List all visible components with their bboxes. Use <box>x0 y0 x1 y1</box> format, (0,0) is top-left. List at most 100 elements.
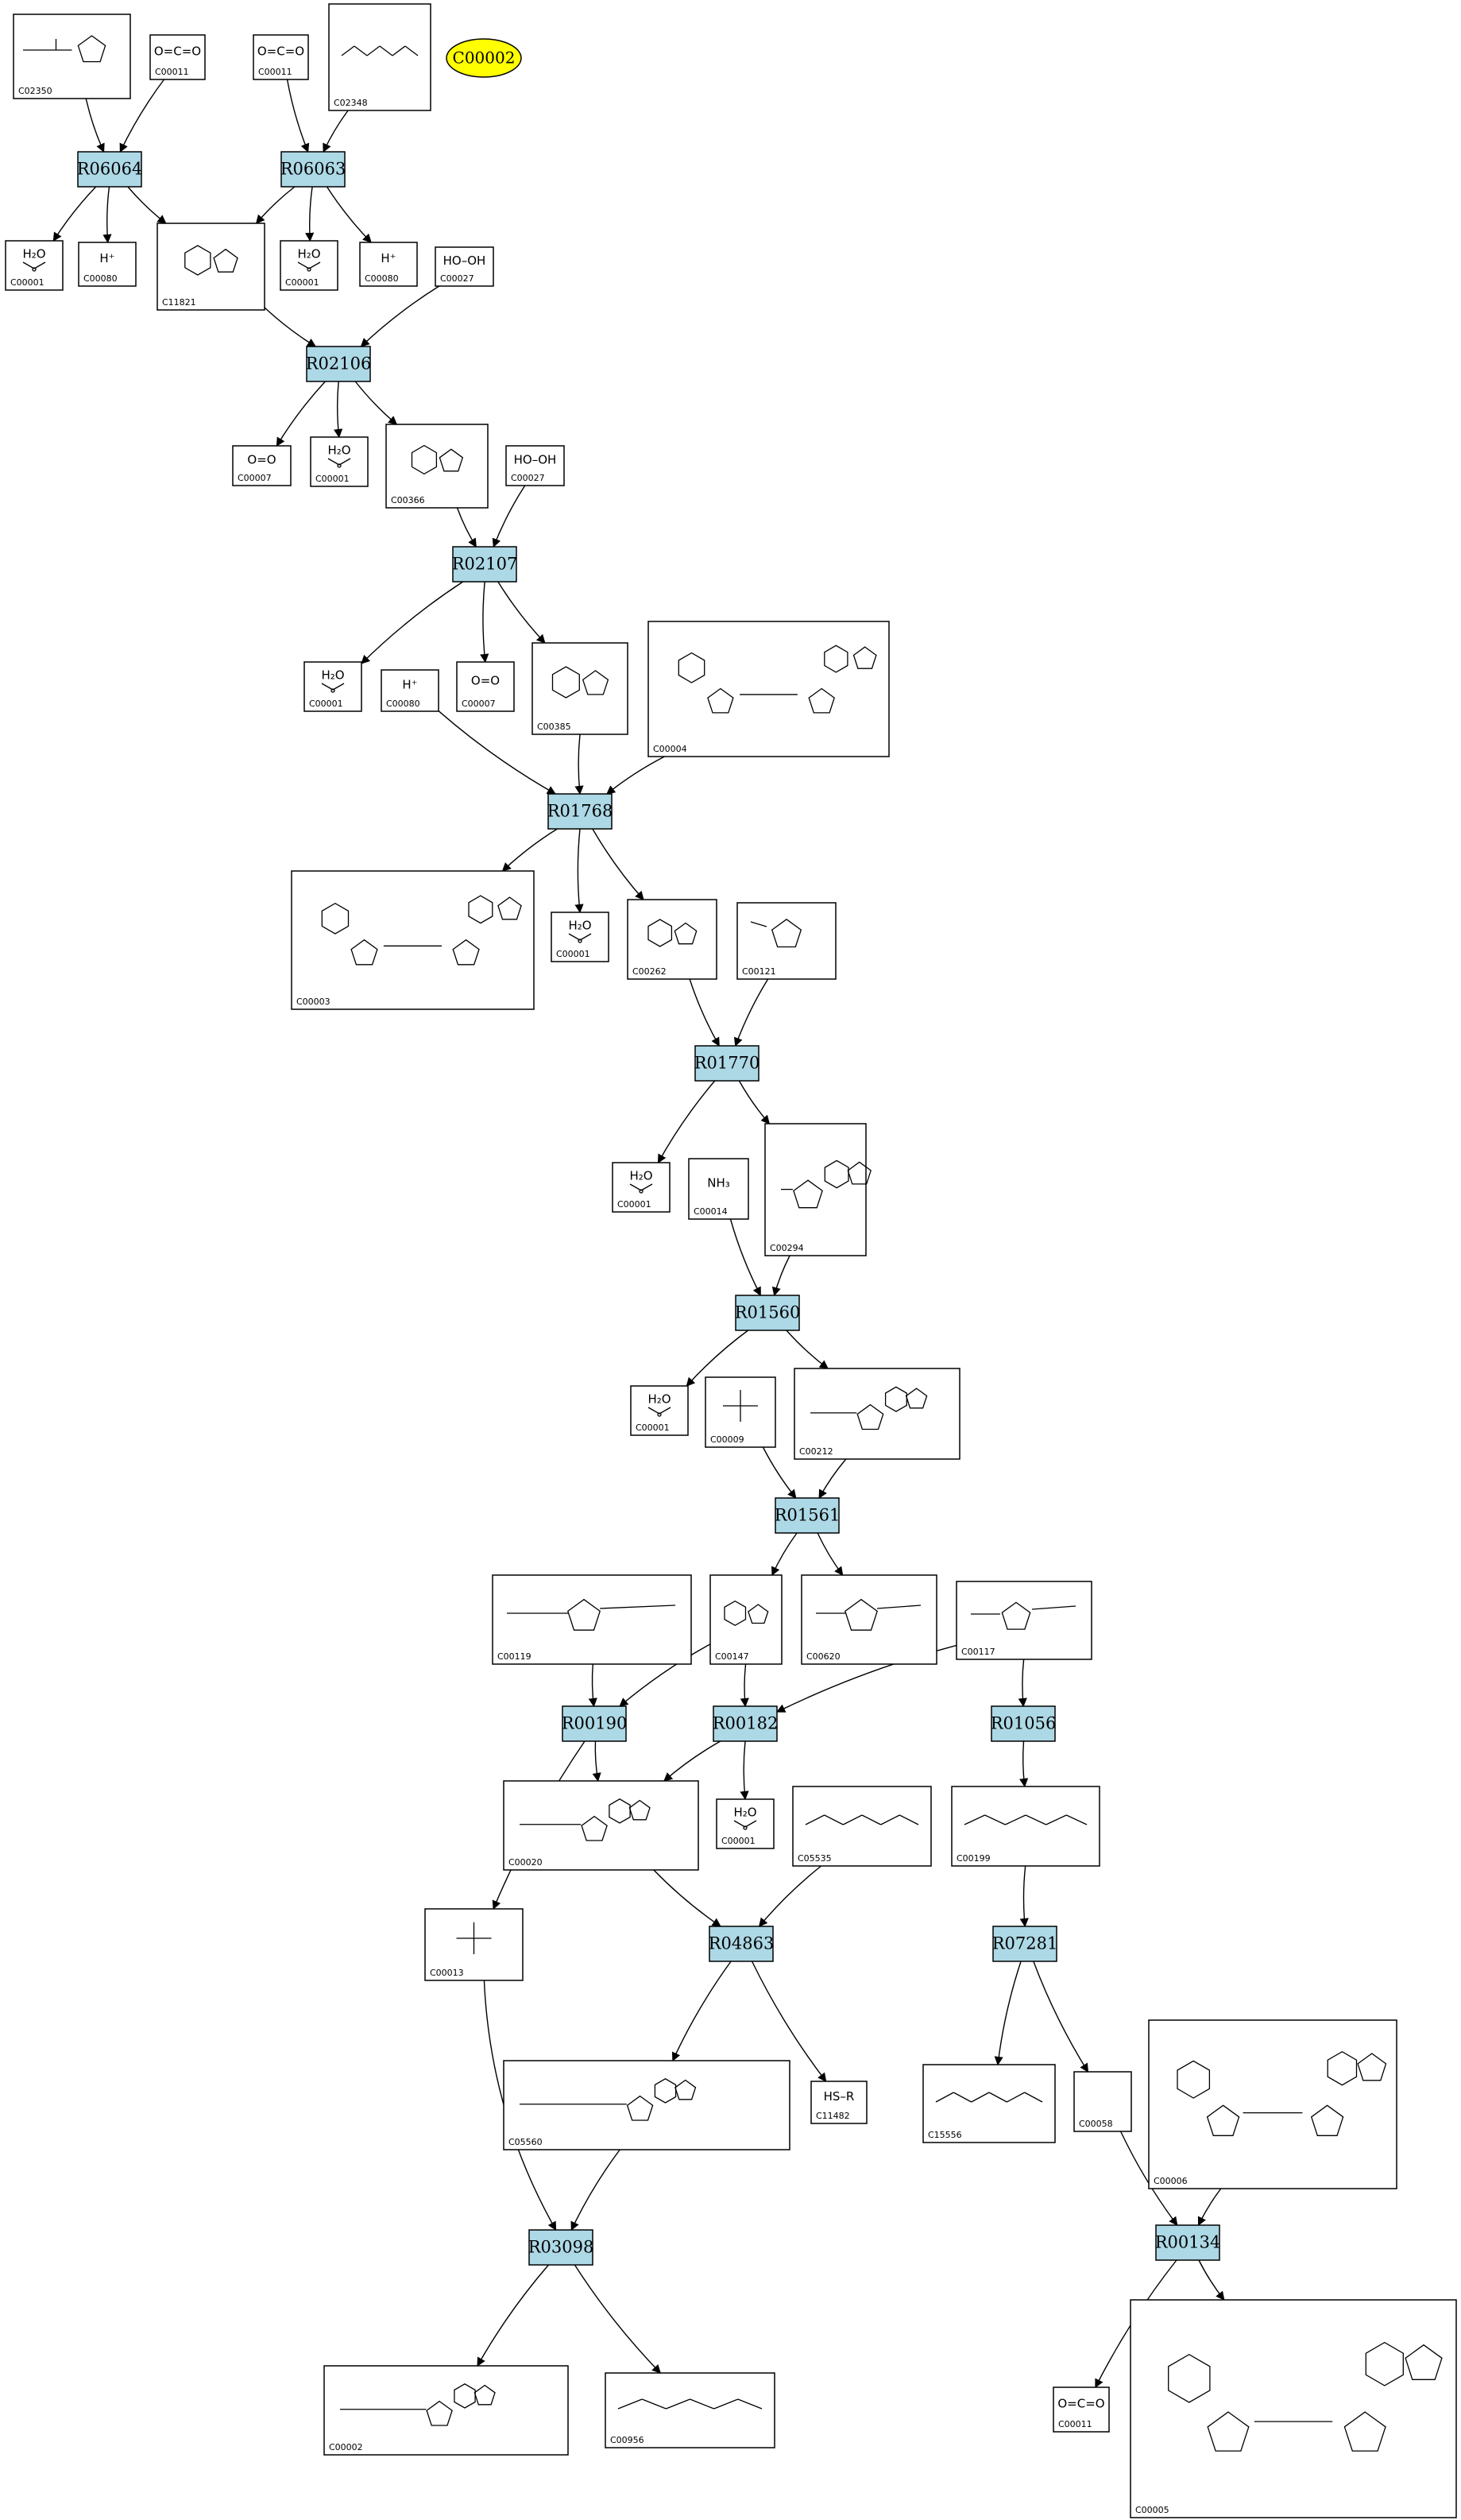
compound-box[interactable] <box>232 445 292 486</box>
compound-C00212[interactable]: C00212 <box>794 1368 960 1460</box>
compound-box[interactable] <box>310 436 369 487</box>
reaction-box[interactable] <box>452 546 517 583</box>
compound-box[interactable] <box>503 2060 790 2150</box>
compound-box[interactable] <box>801 1574 937 1665</box>
reaction-R07281[interactable]: R07281 <box>992 1926 1058 1962</box>
compound-C00005[interactable]: C00005 <box>1130 2299 1457 2518</box>
compound-C00620[interactable]: C00620 <box>801 1574 937 1665</box>
compound-box[interactable] <box>5 240 64 291</box>
reaction-box[interactable] <box>735 1295 800 1331</box>
compound-box[interactable] <box>456 661 515 712</box>
compound-box[interactable] <box>956 1581 1092 1660</box>
reaction-R02106[interactable]: R02106 <box>306 346 372 382</box>
reaction-R01560[interactable]: R01560 <box>735 1295 801 1331</box>
compound-box[interactable] <box>1073 2071 1132 2132</box>
compound-box[interactable] <box>291 870 535 1010</box>
compound-box[interactable] <box>1053 2386 1110 2433</box>
compound-C00058[interactable]: C00058 <box>1073 2071 1132 2132</box>
compound-box[interactable] <box>951 1786 1100 1867</box>
compound-C00385[interactable]: C00385 <box>531 642 628 735</box>
compound-box[interactable] <box>688 1158 749 1220</box>
compound-C00080c[interactable]: H⁺C00080 <box>381 669 439 712</box>
compound-C00117[interactable]: C00117 <box>956 1581 1092 1660</box>
compound-C00119[interactable]: C00119 <box>492 1574 692 1665</box>
reaction-box[interactable] <box>562 1705 627 1742</box>
compound-box[interactable] <box>531 642 628 735</box>
compound-box[interactable] <box>359 242 418 287</box>
compound-box[interactable] <box>1148 2019 1397 2189</box>
compound-box[interactable] <box>13 14 131 99</box>
reaction-R02107[interactable]: R02107 <box>452 546 518 583</box>
reaction-R01770[interactable]: R01770 <box>694 1045 760 1082</box>
compound-box[interactable] <box>736 902 837 980</box>
compound-C15556[interactable]: C15556 <box>922 2064 1056 2143</box>
compound-box[interactable] <box>78 242 137 287</box>
target-compound[interactable]: C00002 <box>446 38 522 78</box>
compound-box[interactable] <box>149 34 206 80</box>
compound-box[interactable] <box>253 34 309 80</box>
compound-box[interactable] <box>280 240 338 291</box>
compound-box[interactable] <box>792 1786 932 1867</box>
compound-C00080b[interactable]: H⁺C00080 <box>359 242 418 287</box>
reaction-R00182[interactable]: R00182 <box>713 1705 779 1742</box>
compound-C00080a[interactable]: H⁺C00080 <box>78 242 137 287</box>
compound-C02350[interactable]: C02350 <box>13 14 131 99</box>
reaction-R01056[interactable]: R01056 <box>991 1705 1057 1742</box>
compound-C00262[interactable]: C00262 <box>627 899 717 980</box>
compound-C11821[interactable]: C11821 <box>157 223 265 311</box>
compound-C00366[interactable]: C00366 <box>385 424 489 509</box>
compound-C00013[interactable]: C00013 <box>424 1908 524 1981</box>
reaction-R03098[interactable]: R03098 <box>528 2229 594 2266</box>
compound-box[interactable] <box>810 2081 868 2124</box>
compound-box[interactable] <box>381 669 439 712</box>
compound-box[interactable] <box>716 1798 775 1849</box>
reaction-R06064[interactable]: R06064 <box>77 151 143 188</box>
reaction-box[interactable] <box>547 793 613 830</box>
reaction-R00190[interactable]: R00190 <box>562 1705 628 1742</box>
reaction-box[interactable] <box>528 2229 593 2266</box>
reaction-box[interactable] <box>713 1705 778 1742</box>
reaction-box[interactable] <box>709 1926 774 1962</box>
compound-C02348[interactable]: C02348 <box>328 3 431 111</box>
reaction-R06063[interactable]: R06063 <box>280 151 346 188</box>
reaction-box[interactable] <box>306 346 371 382</box>
reaction-R01768[interactable]: R01768 <box>547 793 613 830</box>
compound-C00006[interactable]: C00006 <box>1148 2019 1397 2189</box>
reaction-box[interactable] <box>991 1705 1056 1742</box>
compound-C00121[interactable]: C00121 <box>736 902 837 980</box>
compound-box[interactable] <box>794 1368 960 1460</box>
compound-C05560[interactable]: C05560 <box>503 2060 790 2150</box>
compound-C00004[interactable]: C00004 <box>647 621 890 757</box>
compound-C00956[interactable]: C00956 <box>605 2372 775 2448</box>
compound-C00020[interactable]: C00020 <box>503 1780 699 1871</box>
reaction-box[interactable] <box>77 151 142 188</box>
reaction-box[interactable] <box>992 1926 1057 1962</box>
reaction-R01561[interactable]: R01561 <box>775 1497 841 1534</box>
compound-C00009[interactable]: C00009 <box>705 1376 776 1448</box>
compound-box[interactable] <box>503 1780 699 1871</box>
compound-box[interactable] <box>323 2365 569 2456</box>
compound-box[interactable] <box>328 3 431 111</box>
compound-box[interactable] <box>303 661 362 712</box>
compound-box[interactable] <box>605 2372 775 2448</box>
compound-C00199[interactable]: C00199 <box>951 1786 1100 1867</box>
compound-box[interactable] <box>922 2064 1056 2143</box>
reaction-box[interactable] <box>280 151 346 188</box>
compound-box[interactable] <box>630 1385 689 1436</box>
reaction-box[interactable] <box>694 1045 759 1082</box>
compound-C00147[interactable]: C00147 <box>709 1574 783 1665</box>
reaction-R04863[interactable]: R04863 <box>709 1926 775 1962</box>
compound-box[interactable] <box>551 912 609 962</box>
compound-C00002[interactable]: C00002 <box>323 2365 569 2456</box>
